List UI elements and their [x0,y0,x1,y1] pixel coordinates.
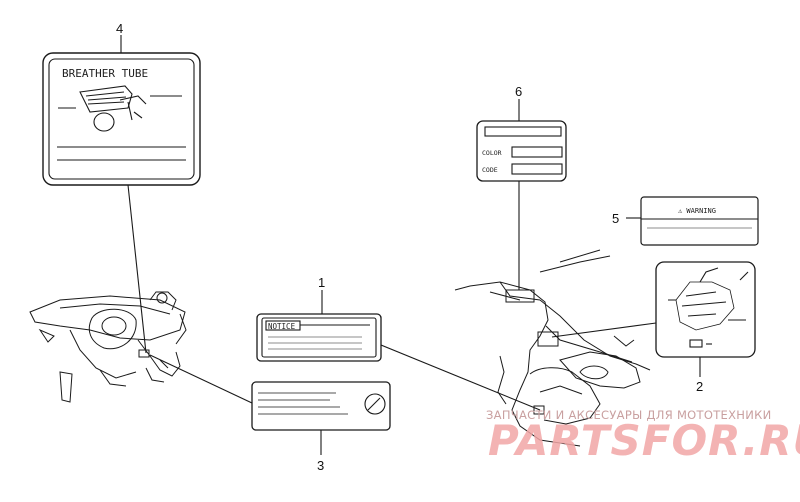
gauge-label [251,381,391,431]
frame-right-sketch [454,249,651,447]
breather-tube-text: BREATHER TUBE [62,67,148,80]
color-code-label [476,120,567,182]
color-text: COLOR [482,149,502,157]
callout-6: 6 [515,84,522,99]
notice-text: NOTICE [268,322,296,331]
warning-text: ⚠ WARNING [678,207,716,215]
notice-label [256,313,382,362]
callout-1: 1 [318,275,325,290]
watermark-brand: PARTSFOR.RU [488,416,800,465]
callout-2: 2 [696,379,703,394]
frame-left-sketch [29,291,187,403]
watermark-tagline: ЗАПЧАСТИ И АКСЕСУАРЫ ДЛЯ МОТОТЕХНИКИ [486,408,772,422]
callout-4: 4 [116,21,123,36]
routing-label [655,261,756,358]
warning-label [640,196,759,246]
code-text: CODE [482,166,498,174]
callout-5: 5 [612,211,619,226]
callout-3: 3 [317,458,324,473]
